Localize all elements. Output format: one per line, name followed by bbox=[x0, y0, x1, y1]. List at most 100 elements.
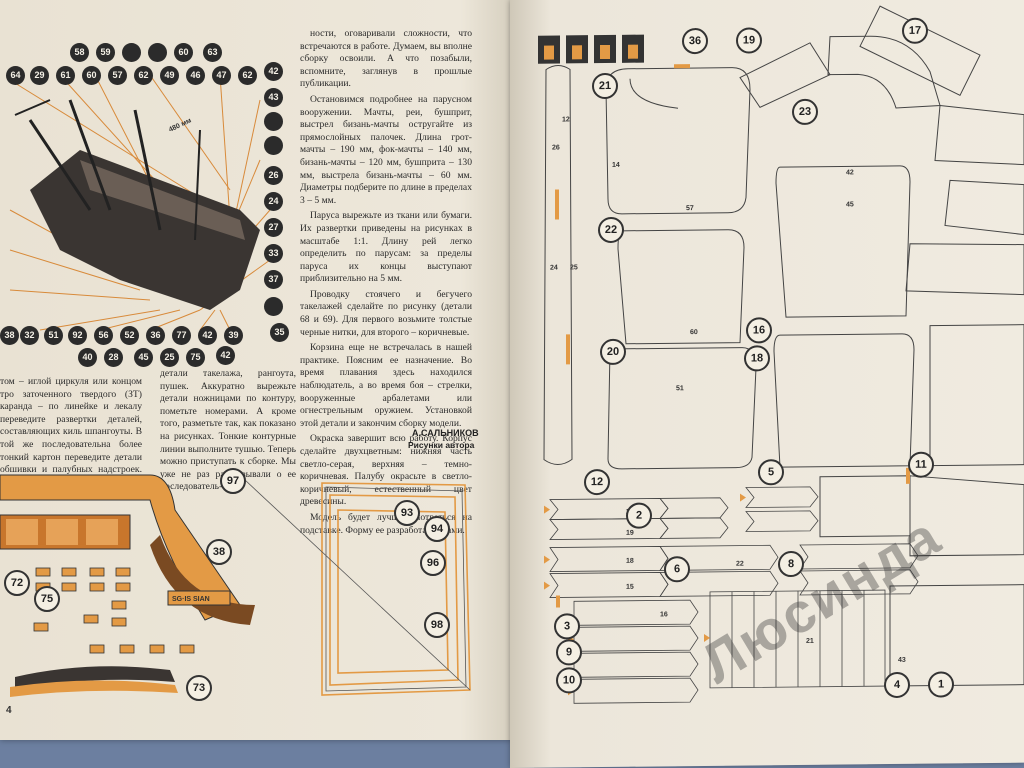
part-badge: 58 bbox=[70, 43, 89, 62]
left-magazine-page: 480 мм 58 59 60 63 64 29 61 60 57 62 49 … bbox=[0, 0, 512, 740]
strip-label: 26 bbox=[552, 144, 560, 151]
part-badge: 62 bbox=[238, 66, 257, 85]
page-number: 4 bbox=[6, 705, 12, 716]
strip-label: 22 bbox=[736, 561, 744, 568]
article-column-right: ности, оговаривали сложности, что встреч… bbox=[300, 28, 472, 540]
part-badge: 42 bbox=[264, 62, 283, 81]
article-paragraph: ности, оговаривали сложности, что встреч… bbox=[300, 28, 472, 90]
strip-label: 45 bbox=[846, 201, 854, 208]
part-badge: 60 bbox=[174, 43, 193, 62]
part-badge: 43 bbox=[264, 88, 283, 107]
part-badge: 26 bbox=[264, 166, 283, 185]
part-badge: 51 bbox=[44, 326, 63, 345]
part-badge: 40 bbox=[78, 348, 97, 367]
strip-label: 16 bbox=[660, 611, 668, 618]
part-badge: 75 bbox=[186, 348, 205, 367]
strip-label: 12 bbox=[562, 116, 570, 123]
part-callout: 96 bbox=[420, 550, 446, 576]
part-badge: 92 bbox=[68, 326, 87, 345]
part-callout: 19 bbox=[736, 27, 762, 54]
part-badge: 63 bbox=[203, 43, 222, 62]
part-badge: 27 bbox=[264, 218, 283, 237]
article-paragraph: Проводку стоячего и бегучего такелажей с… bbox=[300, 288, 472, 338]
right-magazine-page: 12 26 24 25 14 57 42 45 60 51 20 19 18 1… bbox=[510, 0, 1024, 768]
part-callout: 10 bbox=[556, 667, 582, 694]
part-badge: 49 bbox=[160, 66, 179, 85]
part-callout: 94 bbox=[424, 516, 450, 542]
part-badge: 59 bbox=[96, 43, 115, 62]
stern-ribbon-text: SG·IS SIAN bbox=[172, 596, 210, 603]
part-badge: 33 bbox=[264, 244, 283, 263]
part-badge: 32 bbox=[20, 326, 39, 345]
part-callout: 17 bbox=[902, 17, 928, 44]
strip-label: 42 bbox=[846, 169, 854, 176]
part-callout: 75 bbox=[34, 586, 60, 612]
strip-label: 43 bbox=[898, 657, 906, 664]
part-badge: 45 bbox=[134, 348, 153, 367]
part-badge: 42 bbox=[216, 346, 235, 365]
part-callout: 21 bbox=[592, 72, 618, 100]
part-callout: 11 bbox=[908, 451, 934, 478]
part-callout: 22 bbox=[598, 216, 624, 244]
part-callout: 5 bbox=[758, 459, 784, 486]
part-badge: 46 bbox=[186, 66, 205, 85]
part-badge-blank bbox=[264, 297, 283, 316]
part-callout: 3 bbox=[554, 613, 580, 640]
part-callout: 9 bbox=[556, 639, 582, 666]
part-callout: 12 bbox=[584, 468, 610, 496]
part-badge: 25 bbox=[160, 348, 179, 367]
part-callout: 4 bbox=[884, 671, 910, 699]
part-badge: 60 bbox=[82, 66, 101, 85]
strip-label: 57 bbox=[686, 205, 694, 212]
part-badge: 61 bbox=[56, 66, 75, 85]
part-badge: 39 bbox=[224, 326, 243, 345]
part-callout: 38 bbox=[206, 539, 232, 565]
part-callout: 73 bbox=[186, 675, 212, 701]
part-callout: 16 bbox=[746, 317, 772, 344]
strip-label: 18 bbox=[626, 558, 634, 565]
part-badge: 35 bbox=[270, 323, 289, 342]
part-badge-blank bbox=[264, 136, 283, 155]
article-paragraph: Модель будет лучше смотреться на подстав… bbox=[300, 511, 472, 536]
part-callout: 98 bbox=[424, 612, 450, 638]
part-badge: 77 bbox=[172, 326, 191, 345]
part-callout: 36 bbox=[682, 27, 708, 55]
strip-label: 60 bbox=[690, 329, 698, 336]
strip-label: 51 bbox=[676, 385, 684, 392]
part-badge: 56 bbox=[94, 326, 113, 345]
part-badge: 36 bbox=[146, 326, 165, 345]
part-badge: 28 bbox=[104, 348, 123, 367]
part-badge-blank bbox=[264, 112, 283, 131]
part-callout: 2 bbox=[626, 502, 652, 529]
part-badge: 57 bbox=[108, 66, 127, 85]
part-badge: 24 bbox=[264, 192, 283, 211]
part-callout: 1 bbox=[928, 671, 954, 698]
part-badge-blank bbox=[148, 43, 167, 62]
part-badge: 38 bbox=[0, 326, 19, 345]
strip-label: 15 bbox=[626, 584, 634, 591]
part-callout: 23 bbox=[792, 98, 818, 126]
author-note: Рисунки автора bbox=[408, 440, 475, 450]
strip-label: 14 bbox=[612, 162, 620, 169]
part-badge: 52 bbox=[120, 326, 139, 345]
article-paragraph: Окраска завершит всю работу. Корпус сдел… bbox=[300, 433, 472, 508]
strip-label: 25 bbox=[570, 264, 578, 271]
part-callout: 72 bbox=[4, 570, 30, 596]
part-callout: 97 bbox=[220, 468, 246, 494]
part-badge: 62 bbox=[134, 66, 153, 85]
part-badge: 42 bbox=[198, 326, 217, 345]
ship-illustration: 480 мм bbox=[9, 74, 271, 331]
stern-and-sail-drawings: SG·IS SIAN bbox=[0, 474, 471, 697]
part-callout: 18 bbox=[744, 345, 770, 372]
article-paragraph: Корзина еще не встречалась в нашей практ… bbox=[300, 342, 472, 429]
strip-label: 21 bbox=[806, 638, 814, 645]
part-badge: 29 bbox=[30, 66, 49, 85]
article-paragraph: Остановимся подробнее на парусном вооруж… bbox=[300, 93, 472, 206]
part-callout: 93 bbox=[394, 500, 420, 526]
strip-label: 19 bbox=[626, 530, 634, 537]
part-badge: 37 bbox=[264, 270, 283, 289]
part-callout: 20 bbox=[600, 338, 626, 366]
part-badge: 47 bbox=[212, 66, 231, 85]
strip-label: 24 bbox=[550, 264, 558, 271]
part-badge-blank bbox=[122, 43, 141, 62]
